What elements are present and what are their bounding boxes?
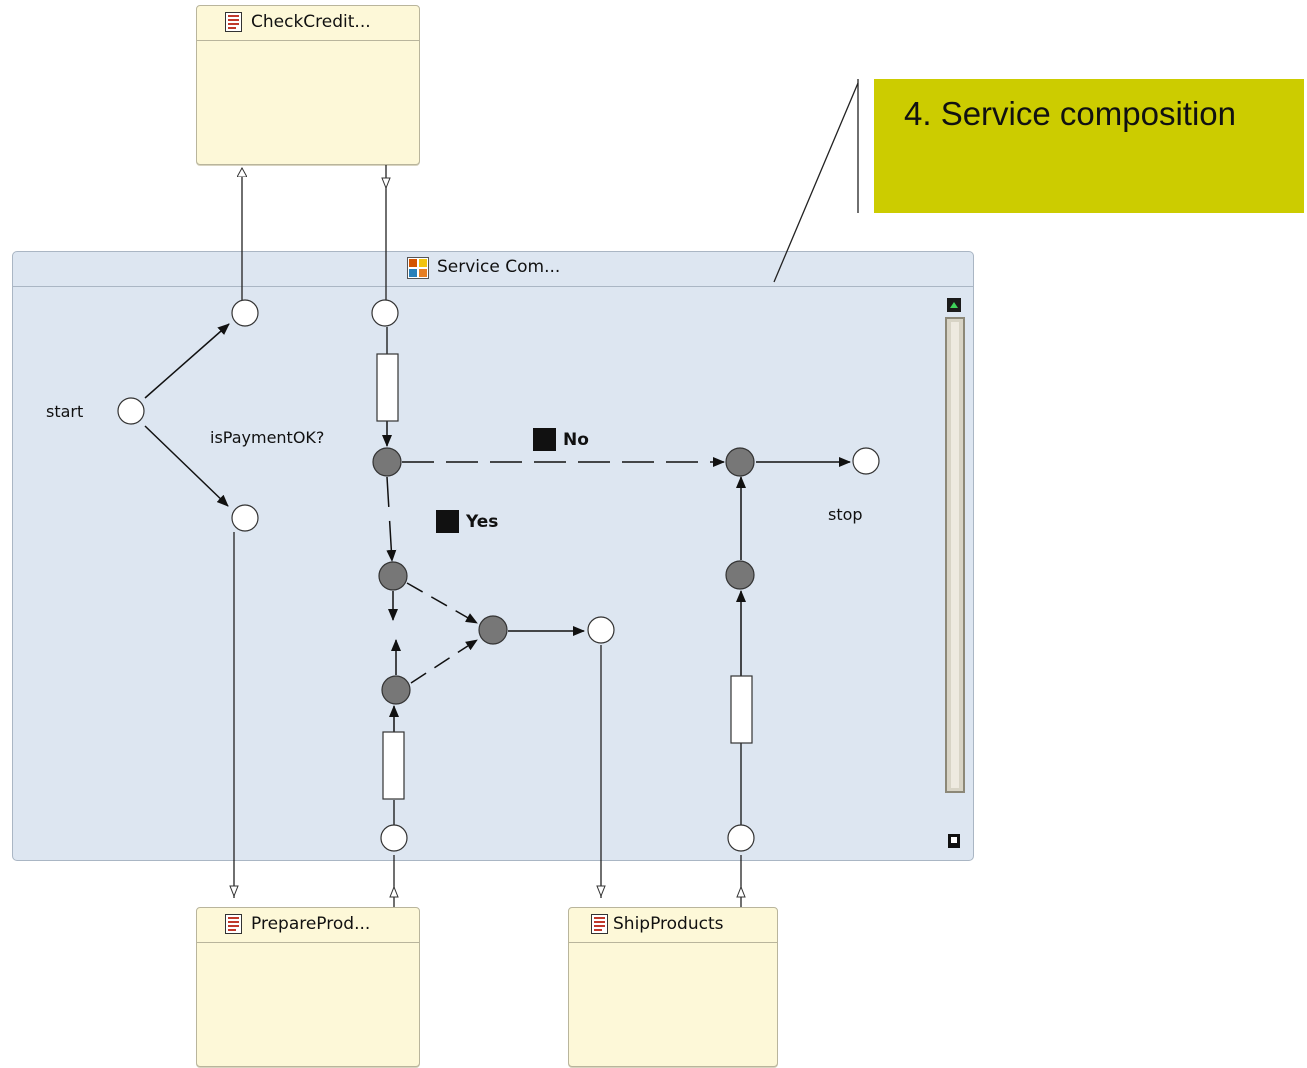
place: [231, 504, 259, 532]
transition-decision: [372, 447, 402, 477]
document-icon: [225, 12, 242, 32]
open-arrow-head: [596, 885, 606, 898]
place-start: [117, 397, 145, 425]
open-arrow-head: [736, 885, 746, 898]
vertical-scrollbar[interactable]: [943, 298, 967, 858]
service-title: CheckCredit...: [251, 12, 371, 32]
label-is-payment-ok: isPaymentOK?: [210, 428, 325, 447]
label-start: start: [46, 402, 84, 421]
service-header: [197, 6, 419, 41]
transition: [381, 675, 411, 705]
open-arrow-head: [229, 885, 239, 898]
place: [231, 299, 259, 327]
callout-line: [773, 82, 859, 283]
service-prepare-products[interactable]: PrepareProd...: [196, 907, 420, 1067]
open-arrow-head: [381, 177, 391, 190]
service-check-credit[interactable]: CheckCredit...: [196, 5, 420, 165]
condition-yes-marker: [436, 510, 459, 533]
service-header: [197, 908, 419, 943]
annotation-note: 4. Service composition: [874, 79, 1304, 213]
transition: [725, 560, 755, 590]
service-composition-container[interactable]: Service Com...: [12, 251, 974, 861]
activity-box: [730, 675, 753, 744]
place: [380, 824, 408, 852]
service-header: [569, 908, 777, 943]
transition-join: [478, 615, 508, 645]
place: [371, 299, 399, 327]
service-title: ShipProducts: [613, 914, 724, 934]
place-stop: [852, 447, 880, 475]
composite-header: [13, 252, 973, 287]
transition: [378, 561, 408, 591]
place: [727, 824, 755, 852]
label-yes: Yes: [466, 512, 499, 532]
document-icon: [591, 914, 608, 934]
open-arrow-head: [389, 885, 399, 898]
place: [587, 616, 615, 644]
composite-icon: [407, 257, 429, 279]
document-icon: [225, 914, 242, 934]
service-title: PrepareProd...: [251, 914, 371, 934]
service-ship-products[interactable]: ShipProducts: [568, 907, 778, 1067]
chevron-up-icon: [950, 302, 958, 308]
composite-title: Service Com...: [437, 257, 561, 277]
note-text: 4. Service composition: [904, 95, 1236, 132]
label-stop: stop: [828, 505, 863, 524]
activity-box: [382, 731, 405, 800]
label-no: No: [563, 430, 589, 450]
activity-box: [376, 353, 399, 422]
transition: [725, 447, 755, 477]
condition-no-marker: [533, 428, 556, 451]
